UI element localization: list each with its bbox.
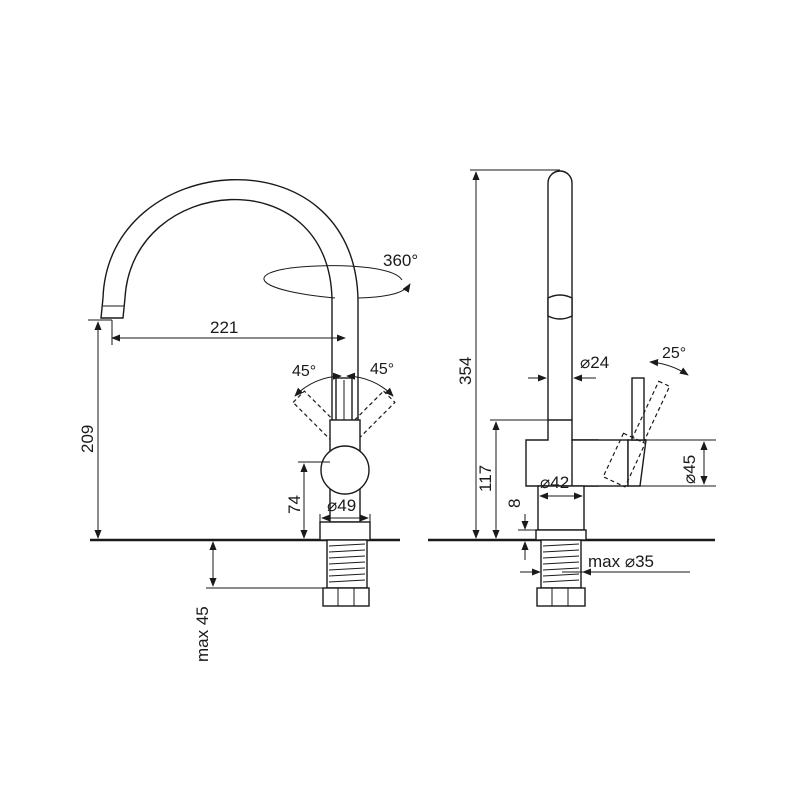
rotation-ellipse (263, 265, 403, 299)
side-base-diameter-label: ⌀42 (540, 473, 569, 492)
spout-inner-edge (124, 198, 333, 420)
spout-aerator (100, 297, 126, 319)
handle-height-label: 74 (285, 495, 304, 514)
side-mounting-nut (536, 587, 586, 607)
spout-diameter-label: ⌀24 (580, 353, 609, 372)
spout-height-label: 209 (78, 425, 97, 453)
handle-angle-label: 25° (662, 345, 686, 362)
mounting-nut (322, 587, 370, 607)
handle-left-angle-label: 45° (292, 363, 316, 380)
side-base (537, 485, 585, 531)
reach-label: 221 (210, 318, 238, 337)
body-height-label: 117 (476, 465, 495, 492)
side-spout-tube (547, 170, 573, 420)
front-view: 360° 45° 45° (78, 179, 418, 662)
body-diameter-label: ⌀45 (680, 455, 699, 484)
handle-ball (320, 445, 370, 495)
angle-arc-right (346, 372, 394, 397)
handle-right-angle-label: 45° (370, 361, 394, 378)
side-handle-tilt-dashed (602, 380, 671, 488)
max-thickness-label: max 45 (193, 606, 212, 662)
side-view: 25° 354 ⌀24 117 8 ⌀4 (428, 169, 716, 607)
base-diameter-label: ⌀49 (327, 496, 356, 515)
faucet-base (319, 521, 371, 541)
side-aerator (547, 294, 573, 320)
side-angle-arc (649, 359, 689, 376)
angle-arc-left (294, 372, 342, 397)
base-height-label: 8 (505, 499, 524, 508)
spout-outer-edge (102, 179, 359, 420)
total-height-label: 354 (456, 357, 475, 385)
hole-diameter-label: max ⌀35 (588, 552, 654, 571)
side-handle-lever (631, 377, 645, 441)
rotation-label: 360° (383, 251, 418, 270)
side-handle-housing (571, 439, 629, 487)
